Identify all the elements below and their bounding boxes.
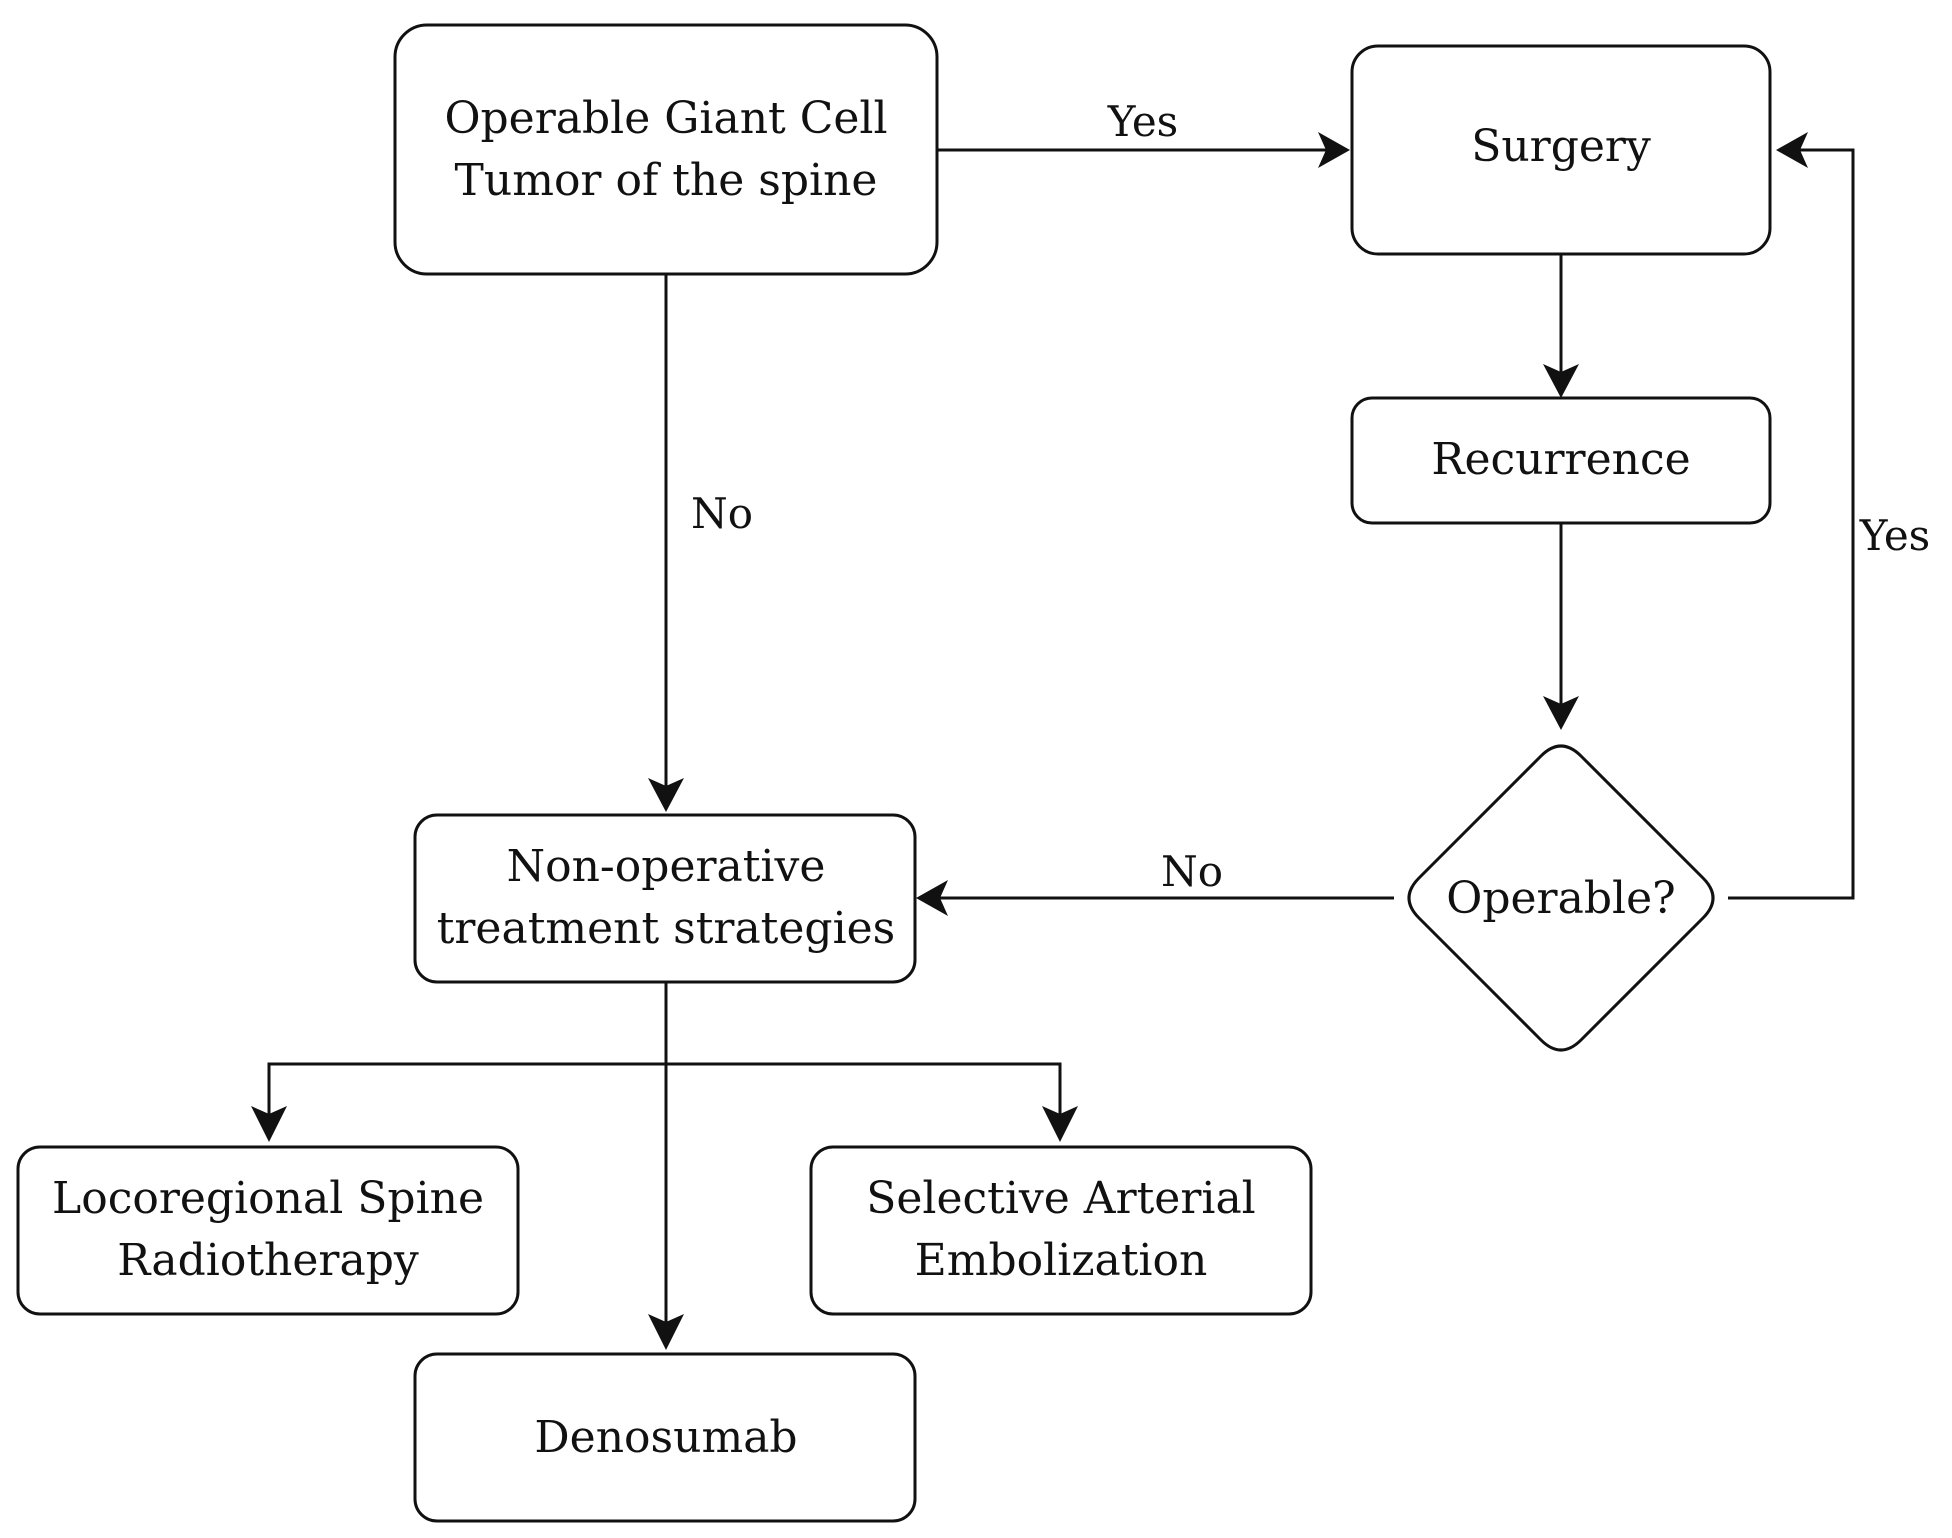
node-embolization-line2: Embolization (915, 1235, 1208, 1286)
node-surgery-box (1350, 44, 1772, 256)
node-radiotherapy-line2: Radiotherapy (117, 1235, 419, 1286)
edge-label-decision-no: No (1161, 847, 1223, 896)
arrowhead-denosumab-top (648, 1314, 684, 1350)
node-surgery-label: Surgery (1471, 121, 1651, 172)
node-denosumab-box (413, 1352, 917, 1523)
node-operable-gct: Operable Giant Cell Tumor of the spine (393, 23, 939, 276)
node-radiotherapy-line1: Locoregional Spine (52, 1173, 484, 1224)
arrowhead-embolization-top (1042, 1106, 1078, 1142)
arrowhead-decision-top (1543, 696, 1579, 730)
arrowhead-nonop-top (648, 778, 684, 812)
edge-decision-to-surgery (1728, 148, 1855, 900)
edge-branch-bar (267, 1062, 1062, 1114)
node-recurrence-label: Recurrence (1431, 434, 1690, 485)
node-radiotherapy: Locoregional Spine Radiotherapy (16, 1145, 520, 1316)
arrowhead-nonop-right (916, 880, 948, 916)
edge-labels: Yes No No Yes (691, 97, 1930, 896)
node-radiotherapy-box (16, 1145, 520, 1316)
node-non-operative: Non-operative treatment strategies (413, 813, 917, 984)
node-operable-gct-box (393, 23, 939, 276)
edge-label-gct-no: No (691, 489, 753, 538)
node-embolization: Selective Arterial Embolization (809, 1145, 1313, 1316)
node-surgery: Surgery (1350, 44, 1772, 256)
arrowhead-radiotherapy-top (251, 1106, 287, 1142)
arrowhead-recurrence-top (1543, 364, 1579, 398)
node-embolization-line1: Selective Arterial (866, 1173, 1256, 1224)
node-non-operative-line2: treatment strategies (437, 903, 896, 954)
node-denosumab: Denosumab (413, 1352, 917, 1523)
decision-diamond (1407, 744, 1715, 1052)
node-non-operative-box (413, 813, 917, 984)
node-recurrence-box (1350, 396, 1772, 525)
node-recurrence: Recurrence (1350, 396, 1772, 525)
node-operable-gct-line1: Operable Giant Cell (444, 93, 887, 144)
edge-label-gct-yes: Yes (1107, 97, 1179, 146)
node-denosumab-label: Denosumab (534, 1412, 797, 1463)
edge-label-decision-yes: Yes (1859, 511, 1931, 560)
node-operable-decision-label: Operable? (1446, 873, 1675, 924)
arrowhead-surgery-left (1318, 132, 1350, 168)
arrowhead-surgery-right (1776, 132, 1808, 168)
node-non-operative-line1: Non-operative (507, 841, 826, 892)
node-operable-decision: Operable? (1407, 744, 1715, 1052)
node-embolization-box (809, 1145, 1313, 1316)
node-operable-gct-line2: Tumor of the spine (455, 155, 878, 206)
edges (251, 132, 1855, 1350)
